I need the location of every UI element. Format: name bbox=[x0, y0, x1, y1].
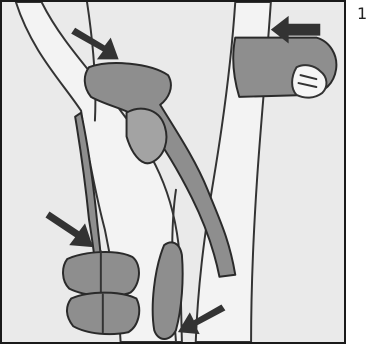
step-number: 1 bbox=[357, 4, 367, 23]
illustration-svg bbox=[2, 2, 344, 342]
instruction-illustration bbox=[0, 0, 346, 344]
